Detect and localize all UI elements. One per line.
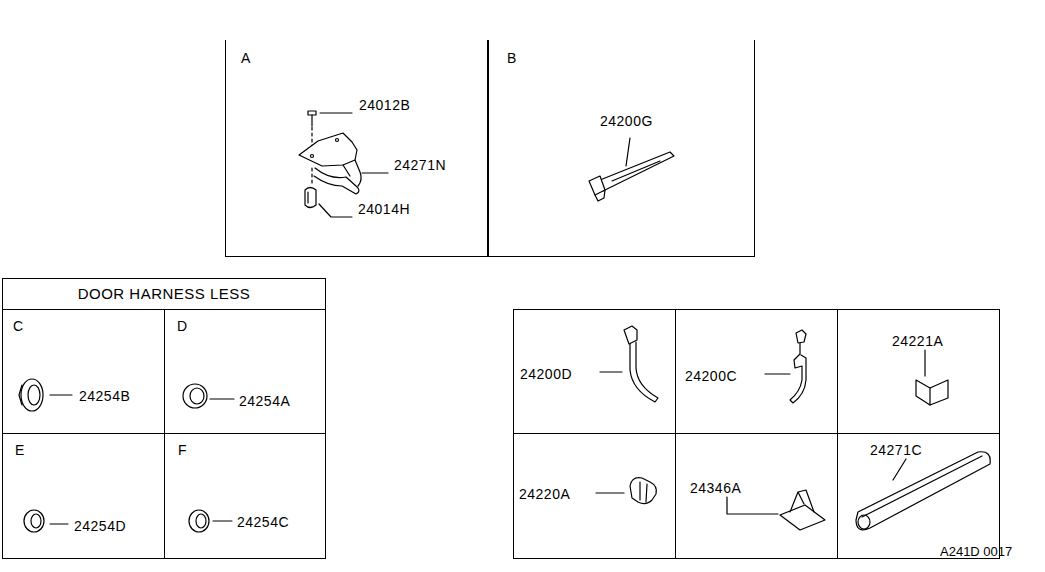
view-letter: D — [177, 318, 188, 334]
leader-line — [600, 371, 622, 372]
leader-line — [765, 373, 790, 374]
callout-number: 24271N — [394, 157, 446, 173]
clip-base — [780, 490, 825, 530]
drawing-number: A241D 0017 — [940, 544, 1012, 560]
callout-number: 24200C — [685, 368, 737, 384]
leader-line — [50, 394, 72, 395]
view-letter: B — [507, 50, 517, 66]
leader-line — [596, 492, 624, 493]
panel-cell: E 24254D — [3, 433, 165, 559]
grommet — [19, 379, 43, 411]
grommet — [183, 384, 207, 408]
view-letter: E — [15, 442, 25, 458]
callout-number: 24254A — [239, 393, 290, 409]
leader-line — [213, 520, 232, 521]
bracket-assembly — [299, 111, 361, 208]
leader-line — [362, 172, 388, 173]
callout-number: 24200G — [600, 113, 653, 129]
callout-number: 24346A — [690, 480, 741, 496]
grommet — [24, 510, 44, 532]
panel-cell: 24200D — [513, 309, 676, 434]
callout-number: 24254B — [79, 388, 130, 404]
bracket — [916, 380, 948, 405]
view-letter: F — [178, 442, 187, 458]
panel-cell: B 24200G — [489, 40, 755, 257]
callout-number: 24271C — [870, 442, 922, 458]
panel-cell: 24220A — [513, 433, 676, 559]
leader-line — [50, 523, 68, 524]
callout-number: 24014H — [358, 201, 410, 217]
grommet — [189, 510, 209, 532]
callout-number: 24254D — [74, 518, 126, 534]
callout-number: 24254C — [237, 514, 289, 530]
leader-line — [319, 204, 352, 217]
panel-cell: A 24012B 24271N 24014H — [225, 40, 489, 257]
view-letter: A — [241, 50, 251, 66]
panel-cell: C 24254B — [3, 309, 165, 434]
view-letter: C — [13, 318, 24, 334]
callout-number: 24200D — [520, 366, 572, 382]
panel-cell: 24346A — [675, 433, 838, 559]
panel-cell: 24200C — [675, 309, 838, 434]
leader-line — [320, 112, 352, 113]
callout-number: 24012B — [359, 97, 410, 113]
callout-number: 24221A — [892, 333, 943, 349]
harness-clip — [624, 326, 658, 402]
leader-line — [893, 459, 906, 480]
leader-line — [626, 138, 630, 166]
table-frame: DOOR HARNESS LESS C 24254B D 24254A E 24254D F 2… — [2, 278, 326, 559]
panel-cell: F 24254C — [164, 433, 326, 559]
panel-cell: 24271C — [837, 433, 1000, 559]
panel-cell: D 24254A — [164, 309, 326, 434]
callout-number: 24220A — [519, 486, 570, 502]
leader-line — [924, 350, 925, 376]
table-heading: DOOR HARNESS LESS — [78, 286, 251, 302]
clip — [630, 478, 656, 504]
harness-clip — [790, 330, 806, 403]
panel-cell: 24221A — [837, 309, 1000, 434]
leader-line — [210, 398, 234, 399]
rubber-strip — [856, 452, 990, 530]
cable-tie — [589, 152, 674, 201]
leader-line — [727, 497, 778, 514]
